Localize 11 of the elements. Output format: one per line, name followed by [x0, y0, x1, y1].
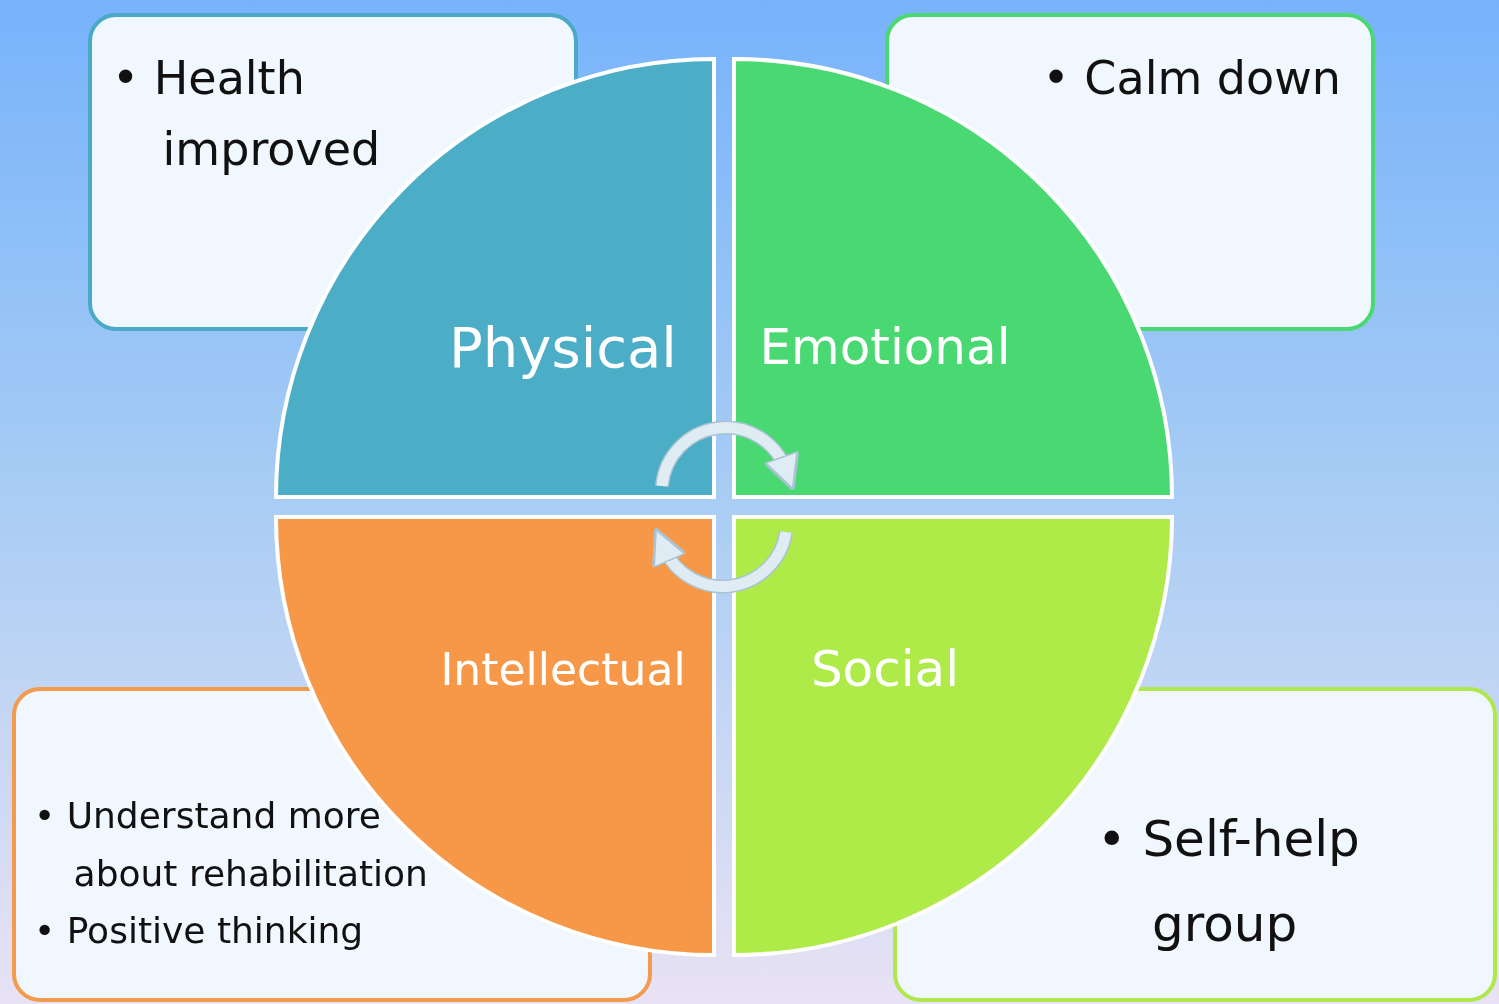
bullet-text: • Calm down — [1041, 50, 1341, 107]
segment-label: Physical — [449, 314, 677, 380]
segment-label: Emotional — [759, 318, 1011, 376]
curved-arrow — [652, 527, 793, 594]
curved-arrow — [655, 420, 798, 491]
bullet-text: • Positive thinking — [34, 909, 365, 954]
bullet-text: • Understand more about rehabilitation — [34, 794, 429, 896]
bullet-text: • Self-help group — [1097, 809, 1361, 955]
segment-label: Social — [810, 640, 960, 698]
segment-label: Intellectual — [440, 643, 686, 695]
bullet-text: • Health improved — [112, 50, 382, 179]
